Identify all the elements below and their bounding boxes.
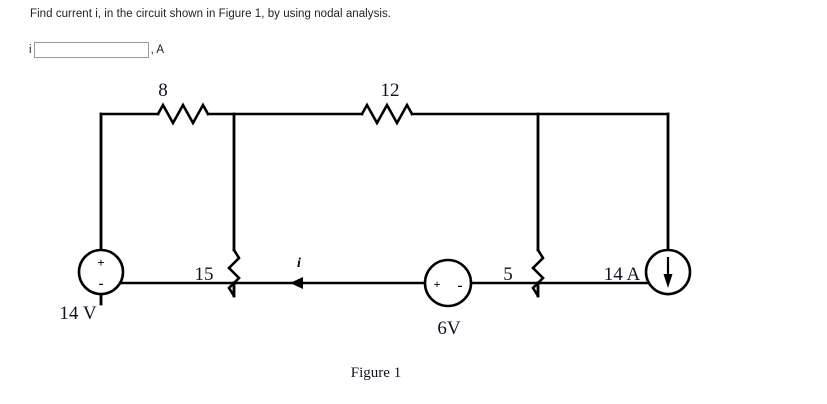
voltage-source-6v-circle [423, 258, 473, 308]
circuit-rails [99, 112, 670, 298]
voltage-source-6v-label: 6V [437, 318, 461, 339]
answer-variable-label: i [29, 44, 32, 56]
voltage-source-14v: + - [77, 248, 125, 296]
question-text: Find current i, in the circuit shown in … [30, 8, 392, 20]
current-i-label: i [297, 256, 301, 271]
voltage-source-14v-plus: + [97, 255, 104, 270]
voltage-source-6v: + - [423, 258, 473, 308]
circuit-diagram-svg: + - + - 8 12 15 5 [59, 80, 692, 381]
figure-caption: Figure 1 [351, 365, 401, 381]
voltage-source-14v-circle [77, 248, 125, 296]
circuit-figure: + - + - 8 12 15 5 [0, 72, 827, 404]
voltage-source-6v-plus: + [434, 277, 441, 291]
resistor-12-label: 12 [381, 80, 400, 101]
current-i-arrow [290, 277, 303, 289]
resistor-5-label: 5 [503, 264, 513, 285]
current-source-14a [644, 248, 692, 296]
answer-input[interactable] [33, 42, 149, 58]
voltage-source-14v-label: 14 V [59, 303, 96, 324]
voltage-source-6v-minus: - [458, 278, 463, 294]
answer-unit-label: , A [150, 44, 164, 56]
answer-row: i , A [29, 40, 164, 60]
voltage-source-14v-minus: - [99, 276, 104, 292]
current-source-14a-label: 14 A [604, 264, 641, 285]
resistor-8-label: 8 [158, 80, 168, 101]
current-source-14a-arrow-head [663, 274, 673, 288]
resistor-8-symbol [156, 102, 210, 126]
circuit-wires [99, 102, 670, 306]
resistor-12-symbol [360, 102, 414, 126]
current-i-arrowhead [290, 277, 303, 289]
resistor-5-symbol [531, 248, 545, 298]
resistor-15-label: 15 [195, 264, 214, 285]
resistor-15-symbol [227, 248, 241, 298]
